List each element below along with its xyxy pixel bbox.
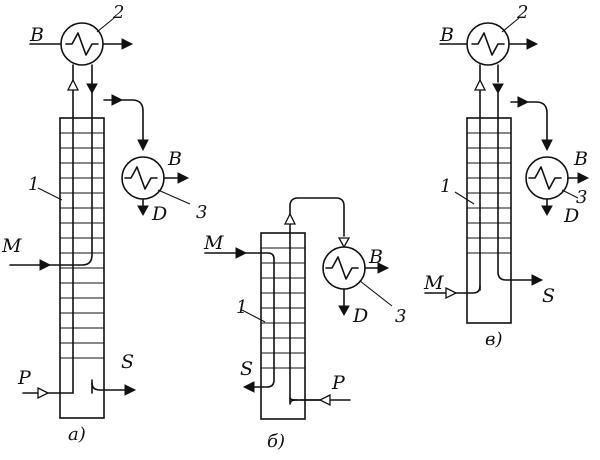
column-1-b [260, 232, 306, 420]
column-trays-b [261, 247, 305, 369]
arrow-open-icon [37, 386, 50, 400]
scheme-b: M 1 B D 3 S P б) [203, 197, 406, 452]
label-b-in-c: B [439, 24, 454, 46]
arrow-open-icon [283, 212, 297, 225]
label-1-a: 1 [28, 174, 39, 195]
label-1-c: 1 [440, 176, 451, 197]
arrow-filled-icon [111, 94, 124, 106]
label-1-b: 1 [236, 297, 247, 318]
arrow-filled-icon [242, 381, 255, 393]
heat-exchanger-icon [471, 32, 505, 56]
column-trays-c [467, 132, 511, 254]
label-p-a: P [17, 367, 32, 389]
heat-exchanger-icon [65, 32, 99, 56]
feed-tube-a [9, 81, 93, 266]
arrow-filled-icon [121, 38, 134, 50]
heat-exchanger-icon [528, 166, 562, 190]
arrow-open-icon [337, 237, 351, 249]
m-inlet-line-c [424, 285, 481, 294]
scheme-c: B 2 1 B 3 D M S в) [423, 2, 590, 350]
arrow-filled-icon [86, 83, 98, 95]
caption-b: б) [267, 431, 285, 452]
arrow-filled-icon [541, 139, 553, 152]
arrow-filled-icon [137, 205, 149, 217]
arrow-open-icon [318, 393, 331, 407]
label-b-out-a: B [167, 148, 182, 170]
label-3-a: 3 [196, 202, 207, 223]
arrow-open-icon [473, 78, 487, 91]
arrow-filled-icon [177, 172, 190, 184]
arrow-filled-icon [531, 274, 544, 286]
arrow-filled-icon [235, 247, 248, 259]
column-trays-a [60, 132, 104, 359]
arrow-filled-icon [377, 262, 390, 274]
label-2-c: 2 [516, 2, 528, 23]
arrow-filled-icon [137, 139, 149, 152]
label-s-c: S [542, 285, 555, 307]
feed-tube-b [204, 252, 275, 388]
label-d-c: D [563, 205, 579, 227]
column-1-c [466, 117, 512, 324]
arrow-filled-icon [577, 172, 590, 184]
label-p-b: P [331, 372, 346, 394]
arrow-filled-icon [541, 205, 553, 217]
label-m-a: M [1, 235, 22, 257]
label-m-b: M [203, 232, 224, 254]
arrow-filled-icon [39, 259, 52, 271]
arrow-open-icon [66, 78, 80, 91]
arrow-filled-icon [517, 96, 530, 108]
label-3-b: 3 [395, 306, 406, 327]
s-outlet-line-c [497, 92, 533, 281]
heat-exchanger-icon [124, 166, 158, 190]
label-s-b: S [240, 358, 253, 380]
label-d-b: D [352, 305, 368, 327]
s-outlet-line-a [91, 382, 126, 391]
label-d-a: D [151, 203, 167, 225]
heat-exchanger-icon [325, 256, 359, 280]
arrow-filled-icon [338, 305, 350, 317]
arrow-filled-icon [124, 384, 137, 396]
arrow-open-icon [445, 286, 458, 300]
label-b-out-b: B [368, 246, 383, 268]
arrow-filled-icon [526, 38, 539, 50]
label-b-out-c: B [573, 148, 588, 170]
label-m-c: M [423, 272, 444, 294]
scheme-a: B 2 1 B 3 D M P S а) [1, 2, 207, 445]
label-3-c: 3 [576, 187, 587, 208]
arrow-filled-icon [492, 83, 504, 95]
label-2-a: 2 [112, 2, 124, 23]
caption-c: в) [485, 329, 503, 350]
label-b-in-a: B [29, 24, 44, 46]
label-s-a: S [121, 351, 134, 373]
caption-a: а) [68, 424, 86, 445]
